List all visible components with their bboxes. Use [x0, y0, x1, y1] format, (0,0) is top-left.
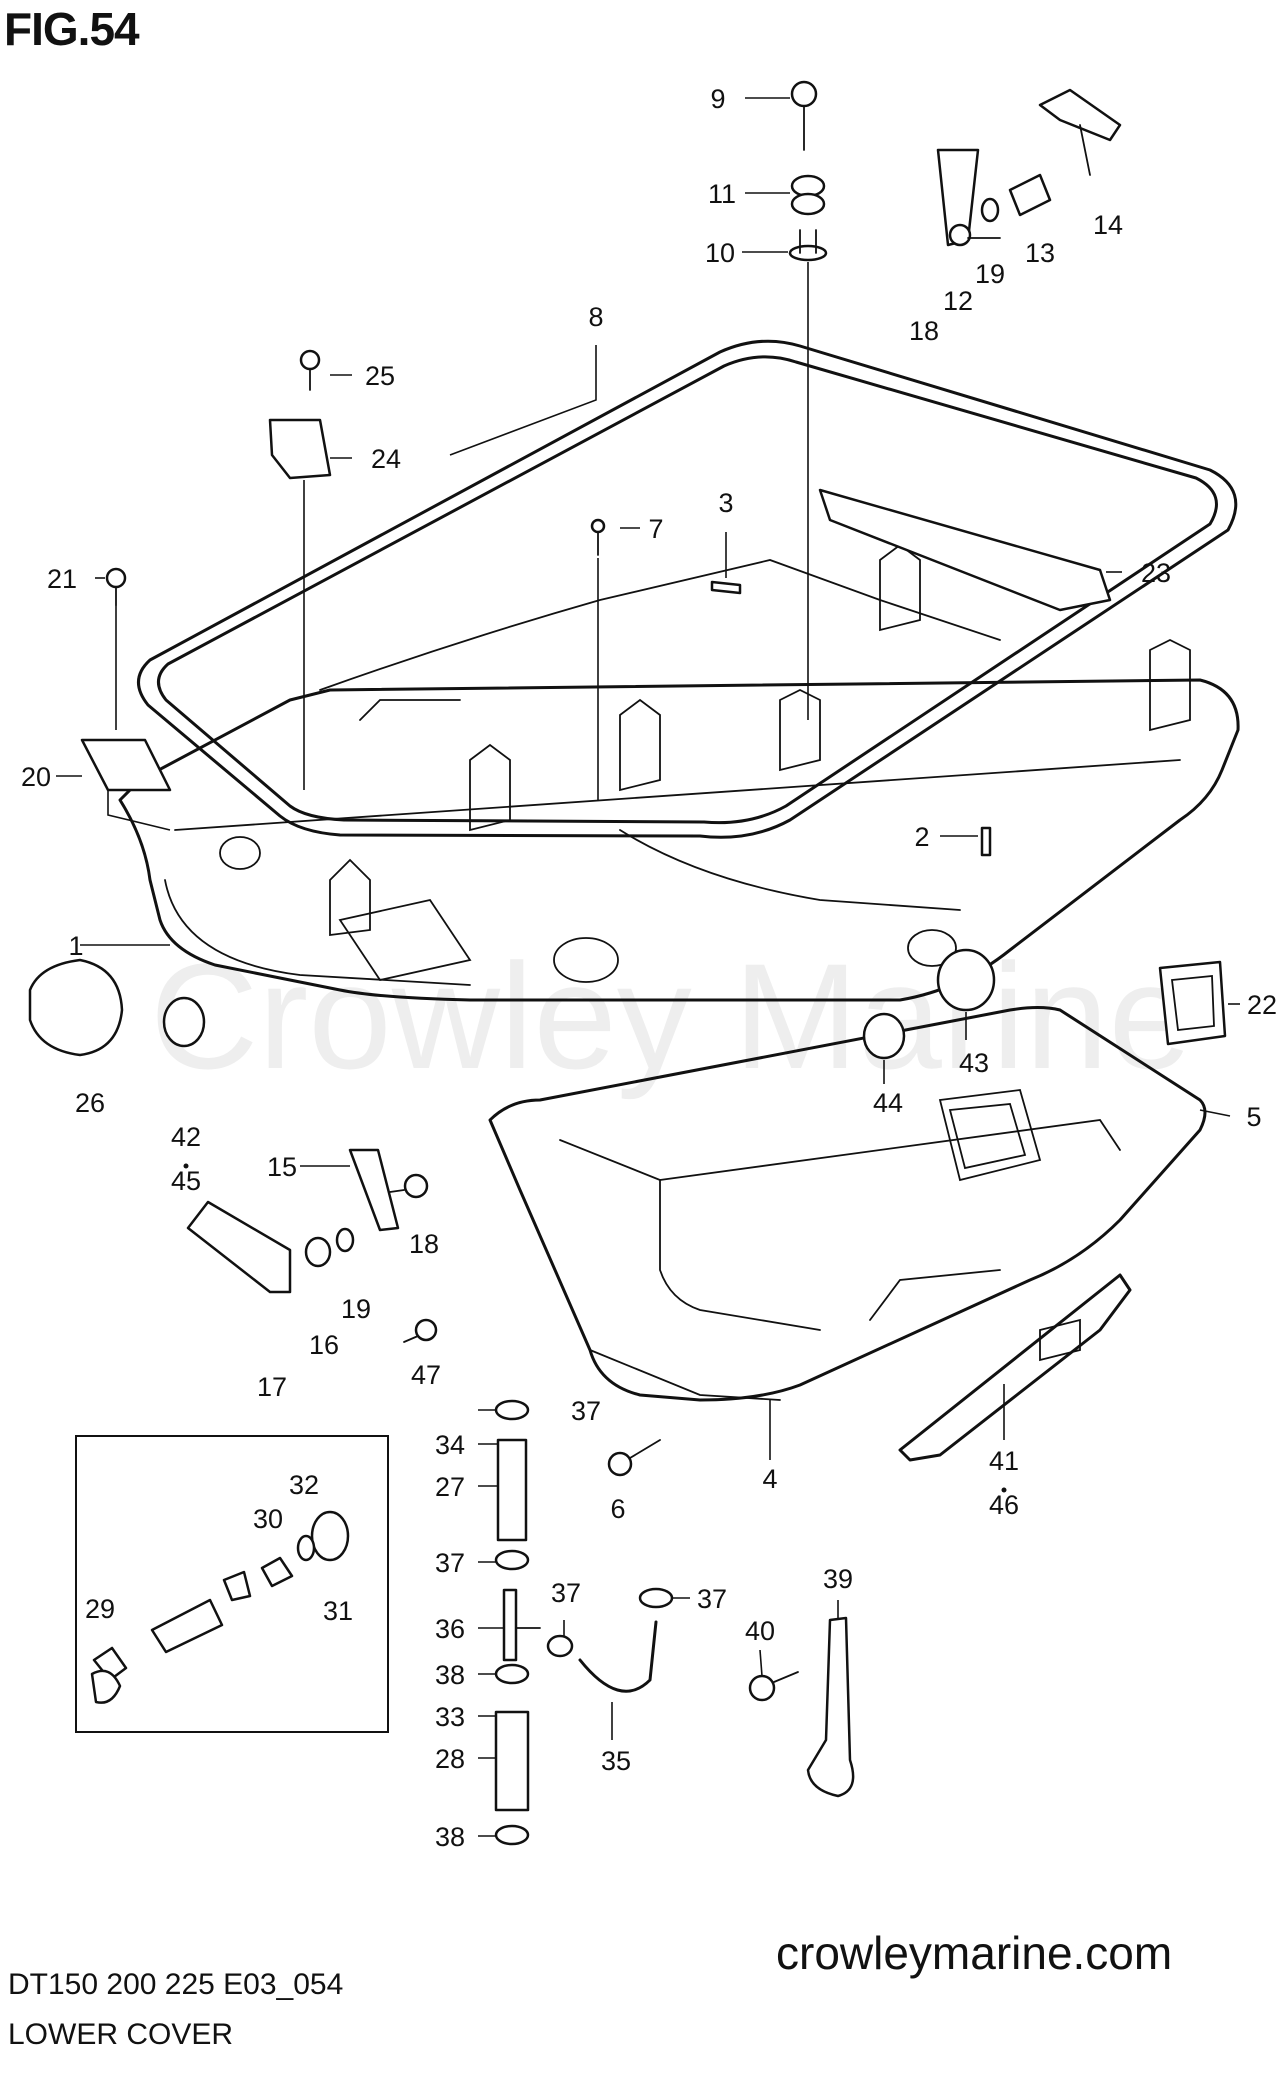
- inset-box: [75, 1435, 389, 1733]
- callout-35: 35: [601, 1746, 631, 1776]
- callout-32: 32: [289, 1470, 319, 1500]
- callout-9: 9: [710, 84, 725, 114]
- callout-21: 21: [47, 564, 77, 594]
- callout-7: 7: [648, 514, 663, 544]
- callout-8: 8: [588, 302, 603, 332]
- callout-33: 33: [435, 1702, 465, 1732]
- callout-labels: 9 11 10 12 19 13 14 18 8 25 24 3 7 21 23…: [21, 84, 1277, 1852]
- callout-40: 40: [745, 1616, 775, 1646]
- callout-43: 43: [959, 1048, 989, 1078]
- callout-37-c: 37: [551, 1578, 581, 1608]
- lower-cover-part-1: [118, 543, 1240, 1002]
- callout-6: 6: [610, 1494, 625, 1524]
- callout-18-mid: 18: [409, 1229, 439, 1259]
- callout-20: 20: [21, 762, 51, 792]
- callout-5: 5: [1246, 1102, 1261, 1132]
- callout-10: 10: [705, 238, 735, 268]
- callout-19-mid: 19: [341, 1294, 371, 1324]
- callout-11: 11: [708, 179, 736, 209]
- callout-25: 25: [365, 361, 395, 391]
- callout-14: 14: [1093, 210, 1123, 240]
- separator-dot-41-46: [1001, 1487, 1007, 1493]
- callout-27: 27: [435, 1472, 465, 1502]
- callout-38-b: 38: [435, 1822, 465, 1852]
- callout-47: 47: [411, 1360, 441, 1390]
- plate-part-41: [898, 1273, 1132, 1462]
- callout-19-top: 19: [975, 259, 1005, 289]
- callout-44: 44: [873, 1088, 903, 1118]
- callout-36: 36: [435, 1614, 465, 1644]
- separator-dot-42-45: [183, 1163, 189, 1169]
- callout-31: 31: [323, 1596, 353, 1626]
- callout-17: 17: [257, 1372, 287, 1402]
- callout-38-a: 38: [435, 1660, 465, 1690]
- callout-41: 41: [989, 1446, 1019, 1476]
- callout-37-d: 37: [697, 1584, 727, 1614]
- callout-30: 30: [253, 1504, 283, 1534]
- callout-26: 26: [75, 1088, 105, 1118]
- figure-caption: LOWER COVER: [8, 2018, 234, 2051]
- callout-39: 39: [823, 1564, 853, 1594]
- watermark: Crowley Marine: [150, 932, 1192, 1100]
- callout-12: 12: [943, 286, 973, 316]
- callout-24: 24: [371, 444, 401, 474]
- callout-18-top: 18: [909, 316, 939, 346]
- callout-28: 28: [435, 1744, 465, 1774]
- leader-lines: [56, 97, 1240, 1837]
- callout-16: 16: [309, 1330, 339, 1360]
- callout-46: 46: [989, 1490, 1019, 1520]
- callout-45: 45: [171, 1166, 201, 1196]
- under-pan-part-5: [488, 1006, 1207, 1402]
- callout-22: 22: [1247, 990, 1277, 1020]
- callout-3: 3: [718, 488, 733, 518]
- callout-15: 15: [267, 1152, 297, 1182]
- seal-ring-part-8: [137, 339, 1238, 839]
- callout-37-b: 37: [435, 1548, 465, 1578]
- callout-1: 1: [68, 931, 83, 961]
- callout-13: 13: [1025, 238, 1055, 268]
- callout-29: 29: [85, 1594, 115, 1624]
- callout-34: 34: [435, 1430, 465, 1460]
- small-parts: [28, 80, 1227, 1846]
- callout-23: 23: [1141, 558, 1171, 588]
- figure-title: FIG.54: [4, 3, 140, 55]
- callout-2: 2: [914, 822, 929, 852]
- model-code: DT150 200 225 E03_054: [8, 1968, 344, 2001]
- website-text: crowleymarine.com: [776, 1927, 1173, 1979]
- callout-4: 4: [762, 1464, 777, 1494]
- callout-42: 42: [171, 1122, 201, 1152]
- lower-skirt-part-4: [589, 1349, 781, 1401]
- callout-37-a: 37: [571, 1396, 601, 1426]
